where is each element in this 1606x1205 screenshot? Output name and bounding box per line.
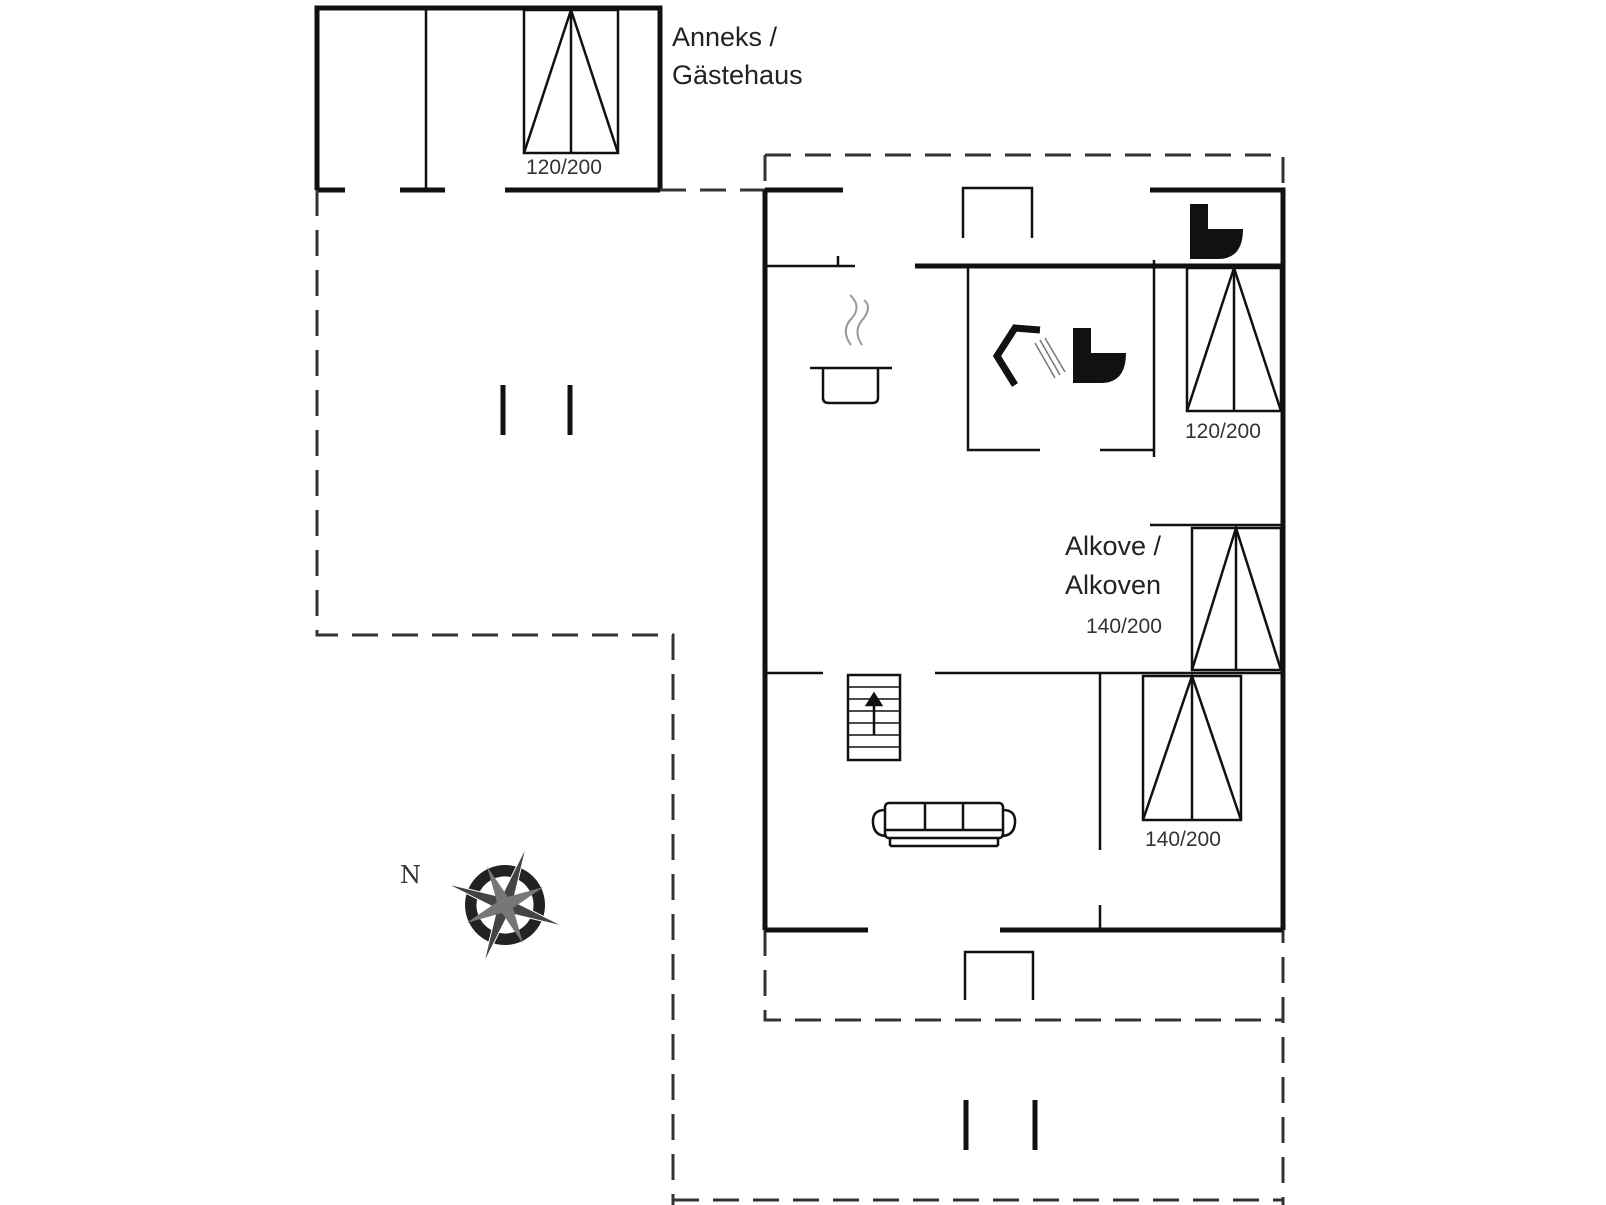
annex-label-line1: Anneks / bbox=[672, 22, 778, 52]
sofa-icon bbox=[871, 801, 1017, 848]
annex-label-line2: Gästehaus bbox=[672, 60, 803, 90]
bed-size-label: 140/200 bbox=[1145, 828, 1221, 851]
compass-rose-icon bbox=[446, 846, 564, 964]
bed-size-label: 120/200 bbox=[526, 156, 602, 179]
compass-north-label: N bbox=[400, 861, 421, 889]
bed-icon bbox=[1190, 523, 1283, 672]
alcove-label-line1: Alkove / bbox=[1065, 531, 1162, 561]
bed-icon bbox=[522, 5, 620, 155]
annex: 120/200 Anneks / Gästehaus bbox=[314, 5, 803, 193]
toilet-icon bbox=[1190, 204, 1243, 259]
bed-size-label: 140/200 bbox=[1086, 615, 1162, 638]
toilet-icon bbox=[1073, 328, 1126, 383]
stairs-icon bbox=[846, 673, 902, 762]
shower-icon bbox=[992, 324, 1066, 387]
bed-icon bbox=[1185, 263, 1283, 413]
bed-size-label: 120/200 bbox=[1185, 420, 1261, 443]
terrace-outlines bbox=[315, 153, 1285, 1205]
alcove-label-line2: Alkoven bbox=[1065, 570, 1161, 600]
kitchen-pot-icon bbox=[810, 294, 892, 405]
bed-icon bbox=[1141, 672, 1243, 822]
main-house bbox=[762, 186, 1286, 1000]
